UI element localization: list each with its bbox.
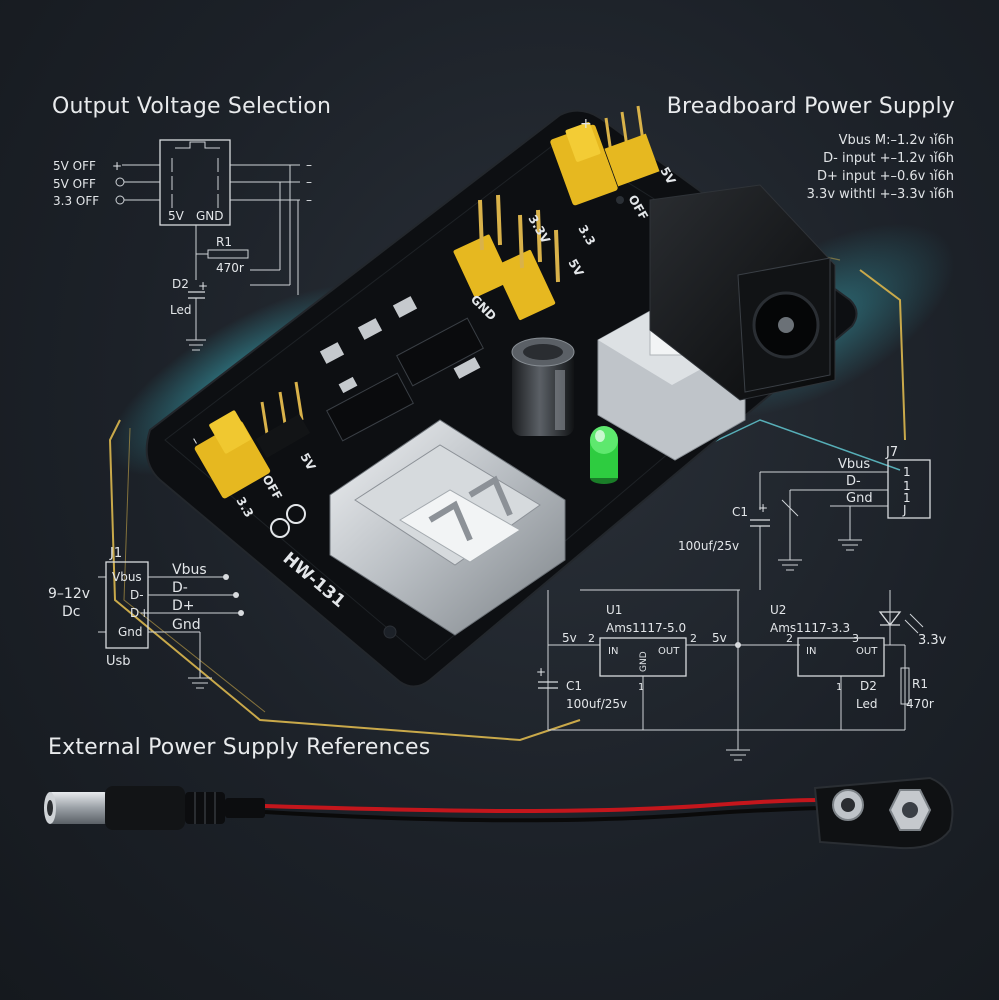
ic-pin-gnd: GND — [196, 209, 224, 223]
spec-line: D- input +–1.2v ℩ǐ6h — [823, 151, 954, 166]
capacitor-icon — [511, 337, 575, 436]
r1-name: R1 — [216, 235, 232, 249]
svg-text:IN: IN — [608, 646, 618, 657]
svg-text:2: 2 — [588, 632, 595, 645]
d2-name-b: D2 — [860, 679, 877, 693]
u2-part: Ams1117-3.3 — [770, 621, 850, 635]
dc-jack-icon — [649, 184, 836, 401]
u1-vout: 5v — [712, 631, 727, 645]
mount-hole — [383, 625, 397, 639]
c1b-value: 100uf/25v — [566, 697, 627, 711]
svg-text:GND: GND — [639, 651, 649, 672]
r1-value: 470r — [216, 261, 244, 275]
j1-pin: D- — [130, 588, 144, 602]
net-label: Gnd — [172, 617, 201, 633]
j1-pin: Vbus — [112, 570, 142, 584]
selector-row: 5V OFF — [53, 159, 96, 173]
ic-pin-5v: 5V — [168, 209, 185, 223]
r1-name-b: R1 — [912, 677, 928, 691]
net-label: Gnd — [846, 491, 873, 506]
silk-plus: + — [580, 116, 592, 132]
u1-part: Ams1117-5.0 — [606, 621, 686, 635]
j7-pin: 1 — [903, 479, 911, 493]
external-power-cable — [44, 776, 954, 850]
svg-text:–: – — [306, 175, 312, 189]
j1-label: J1 — [109, 546, 122, 561]
input-type: Dc — [62, 604, 80, 620]
j7-label: J7 — [885, 445, 898, 460]
input-voltage: 9–12v — [48, 586, 90, 602]
d2-label: Led — [170, 303, 191, 317]
net-label: D- — [172, 580, 188, 596]
svg-text:+: + — [112, 159, 122, 173]
net-label: D- — [846, 474, 861, 489]
spec-line: D+ input +–0.6v ℩ǐ6h — [816, 169, 954, 184]
spec-line: 3.3v withtl +–3.3v ℩ǐ6h — [806, 187, 954, 202]
mount-hole — [616, 196, 624, 204]
svg-text:OUT: OUT — [856, 646, 878, 657]
selector-row: 5V OFF — [53, 177, 96, 191]
j1-pin: D+ — [130, 606, 149, 620]
output-voltage-heading: Output Voltage Selection — [52, 94, 332, 119]
r1-value-b: 470r — [906, 697, 934, 711]
u1-name: U1 — [606, 603, 622, 617]
u2-vout: 3.3v — [918, 633, 947, 648]
jumper-header-top — [550, 105, 660, 206]
spec-list: Vbus M:–1.2v ℩ǐ6h D- input +–1.2v ℩ǐ6h D… — [807, 132, 954, 204]
j1-footer: Usb — [106, 654, 131, 669]
svg-text:+: + — [536, 665, 546, 679]
usb-input-schematic: J1 Vbus D- D+ Gnd Usb 9–12v Dc Vbus D- D… — [48, 546, 244, 689]
spec-line: Vbus M:–1.2v ℩ǐ6h — [838, 133, 954, 148]
output-header-schematic: J7 1 1 1 J Vbus D- Gnd C1 + 100uf/25v — [580, 445, 931, 591]
pcb-board: – 3.3 OFF 5V HW-131 + 3.3 OFF 5V — [145, 105, 858, 688]
breadboard-heading: Breadboard Power Supply — [666, 94, 955, 119]
j7-pin: 1 — [903, 465, 911, 479]
d2-label-b: Led — [856, 697, 877, 711]
regulator-schematic: 5v 2 U1 Ams1117-5.0 IN OUT GND 1 2 5v U2… — [536, 590, 947, 761]
svg-text:1: 1 — [638, 682, 644, 693]
j7-pin: J — [902, 503, 907, 517]
svg-text:1: 1 — [836, 682, 842, 693]
svg-text:–: – — [306, 158, 312, 172]
usb-port-icon — [329, 419, 566, 636]
external-supply-heading: External Power Supply References — [48, 735, 431, 760]
svg-text:3: 3 — [852, 632, 859, 645]
svg-text:OUT: OUT — [658, 646, 680, 657]
net-label: D+ — [172, 598, 195, 614]
svg-text:2: 2 — [690, 632, 697, 645]
u1-vin: 5v — [562, 631, 577, 645]
selector-row: 3.3 OFF — [53, 194, 99, 208]
c1-value: 100uf/25v — [678, 539, 739, 553]
u2-name: U2 — [770, 603, 786, 617]
net-label: Vbus — [838, 457, 870, 472]
svg-text:2: 2 — [786, 632, 793, 645]
header-pins-middle — [453, 194, 560, 320]
voltage-regulators — [319, 296, 484, 442]
svg-text:+: + — [198, 279, 208, 293]
svg-text:+: + — [758, 501, 768, 515]
net-label: Vbus — [172, 562, 207, 578]
svg-text:IN: IN — [806, 646, 816, 657]
led-icon — [590, 426, 618, 484]
svg-text:–: – — [306, 193, 312, 207]
d2-name: D2 — [172, 277, 189, 291]
selector-schematic: 5V OFF 5V OFF 3.3 OFF + – – – 5V GND R1 … — [53, 139, 312, 351]
barrel-plug-icon — [44, 786, 265, 830]
c1-name: C1 — [732, 505, 748, 519]
c1b-name: C1 — [566, 679, 582, 693]
jumper-header-left — [194, 381, 311, 499]
j7-pin: 1 — [903, 491, 911, 505]
battery-snap-icon — [813, 776, 954, 850]
j1-pin: Gnd — [118, 625, 143, 639]
